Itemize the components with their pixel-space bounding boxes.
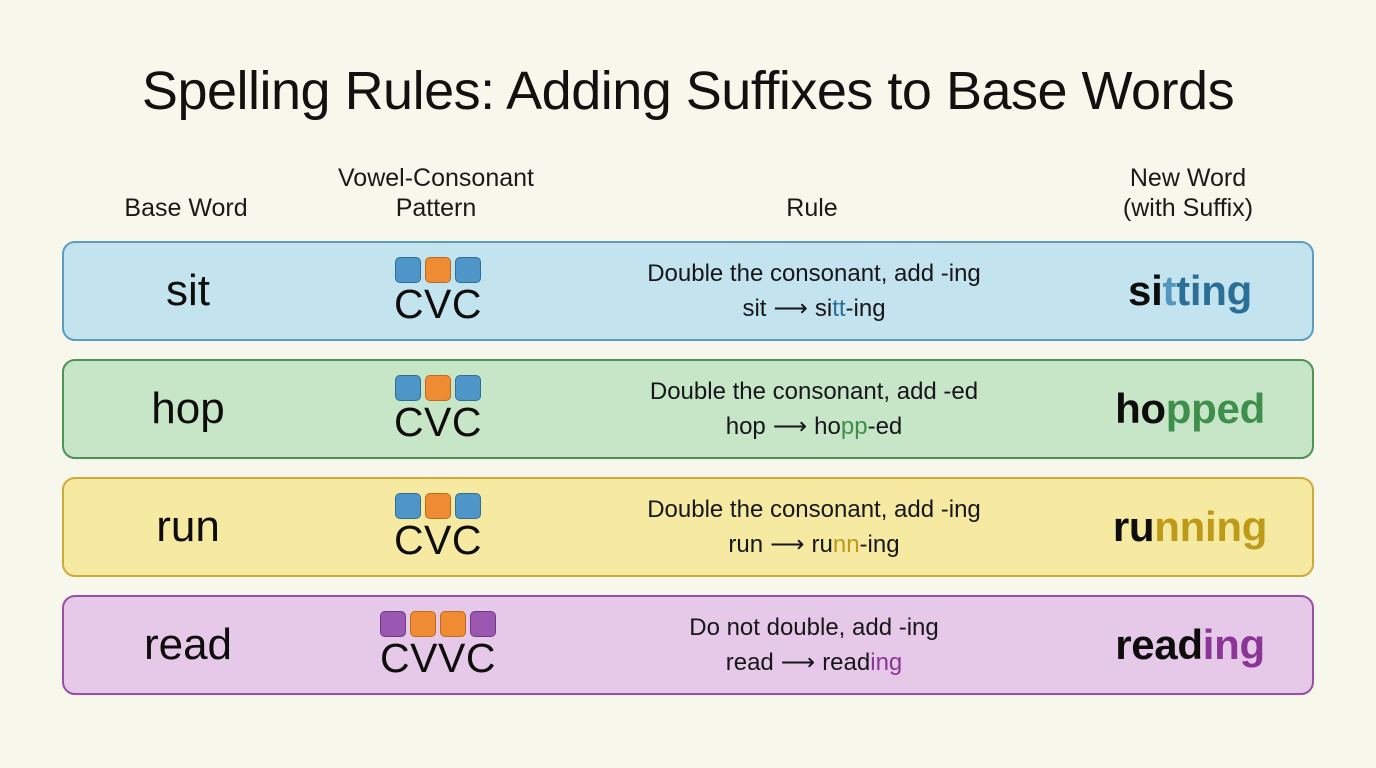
consonant-block-icon (395, 257, 421, 284)
header-pattern-line2: Pattern (395, 193, 477, 222)
arrow-icon: ⟶ (773, 294, 808, 322)
vowel-block-icon (425, 257, 451, 284)
vowel-consonant-pattern: CVC (312, 493, 564, 561)
new-word-highlight: ting (1176, 267, 1252, 315)
consonant-block-icon (455, 493, 481, 520)
pattern-blocks (395, 493, 481, 520)
transform-after-highlight: pp (840, 412, 868, 440)
arrow-icon: ⟶ (780, 648, 816, 676)
transform-after-plain: ho (814, 412, 841, 440)
rule-transformation: sit⟶sitt-ing (742, 294, 886, 322)
rule-text: Do not double, add -ing (689, 613, 939, 641)
header-new-word: New Word (with Suffix) (1062, 164, 1314, 227)
rule-transformation: read⟶reading (725, 648, 903, 676)
header-new-word-line1: New Word (1129, 164, 1247, 193)
consonant-block-icon (455, 375, 481, 402)
transform-after-highlight: ing (870, 648, 903, 676)
transform-before: sit (742, 294, 767, 322)
vowel-consonant-pattern: CVVC (312, 611, 564, 679)
new-word-stem: si (1128, 267, 1163, 315)
base-word: hop (151, 384, 225, 434)
base-word: sit (166, 266, 210, 316)
new-word-highlight-light: t (1162, 267, 1177, 315)
consonant-block-icon (470, 611, 496, 638)
vowel-consonant-pattern: CVC (312, 257, 564, 325)
pattern-blocks (380, 611, 496, 638)
consonant-block-icon (395, 493, 421, 520)
new-word-stem: read (1115, 621, 1203, 669)
rule-text: Double the consonant, add -ed (649, 377, 979, 405)
transform-after-plain: read (822, 648, 871, 676)
pattern-label: CVC (393, 281, 483, 328)
transform-after-plain: si (814, 294, 833, 322)
rule-text: Double the consonant, add -ing (647, 495, 981, 523)
new-word-highlight: nning (1154, 503, 1268, 551)
pattern-label: CVC (393, 517, 483, 564)
arrow-icon: ⟶ (772, 412, 808, 440)
pattern-label: CVVC (380, 635, 496, 682)
header-pattern: Vowel-Consonant Pattern (310, 164, 562, 227)
new-word: reading (1064, 621, 1316, 669)
new-word-highlight: ing (1202, 621, 1265, 669)
transform-after-suffix: -ing (845, 294, 886, 322)
new-word-stem: ru (1112, 503, 1155, 551)
base-word: run (156, 502, 220, 552)
transform-before: read (725, 648, 774, 676)
pattern-label: CVC (393, 399, 483, 446)
new-word: running (1064, 503, 1316, 551)
pattern-blocks (395, 257, 481, 284)
column-headers: Base Word Vowel-Consonant Pattern Rule N… (62, 155, 1314, 227)
consonant-block-icon (380, 611, 406, 638)
transform-after-suffix: -ed (867, 412, 903, 440)
transform-before: run (728, 530, 764, 558)
base-word: read (143, 620, 233, 670)
header-rule: Rule (786, 193, 838, 222)
rule-transformation: hop⟶hopp-ed (725, 412, 903, 440)
rule-cell: Double the consonant, add -ing sit⟶sitt-i… (564, 259, 1064, 323)
transform-after-suffix: -ing (859, 530, 900, 558)
new-word-stem: ho (1115, 385, 1166, 433)
header-new-word-line2: (with Suffix) (1122, 193, 1254, 222)
header-pattern-line1: Vowel-Consonant (338, 164, 534, 193)
rule-cell: Double the consonant, add -ed hop⟶hopp-ed (564, 377, 1064, 441)
transform-before: hop (725, 412, 766, 440)
rule-cell: Double the consonant, add -ing run⟶runn-i… (564, 495, 1064, 559)
rule-transformation: run⟶runn-ing (728, 530, 900, 558)
new-word: hopped (1064, 385, 1316, 433)
vowel-block-icon (410, 611, 436, 638)
vowel-block-icon (425, 375, 451, 402)
transform-after-highlight: tt (832, 294, 846, 322)
transform-after-highlight: nn (832, 530, 860, 558)
vowel-block-icon (440, 611, 466, 638)
pattern-blocks (395, 375, 481, 402)
rule-text: Double the consonant, add -ing (647, 259, 981, 287)
header-base-word: Base Word (124, 193, 248, 222)
arrow-icon: ⟶ (770, 530, 805, 558)
consonant-block-icon (455, 257, 481, 284)
new-word: sitting (1064, 267, 1316, 315)
vowel-block-icon (425, 493, 451, 520)
transform-after-plain: ru (811, 530, 833, 558)
new-word-highlight: pped (1165, 385, 1265, 433)
page-title: Spelling Rules: Adding Suffixes to Base … (141, 61, 1235, 121)
vowel-consonant-pattern: CVC (312, 375, 564, 443)
consonant-block-icon (395, 375, 421, 402)
